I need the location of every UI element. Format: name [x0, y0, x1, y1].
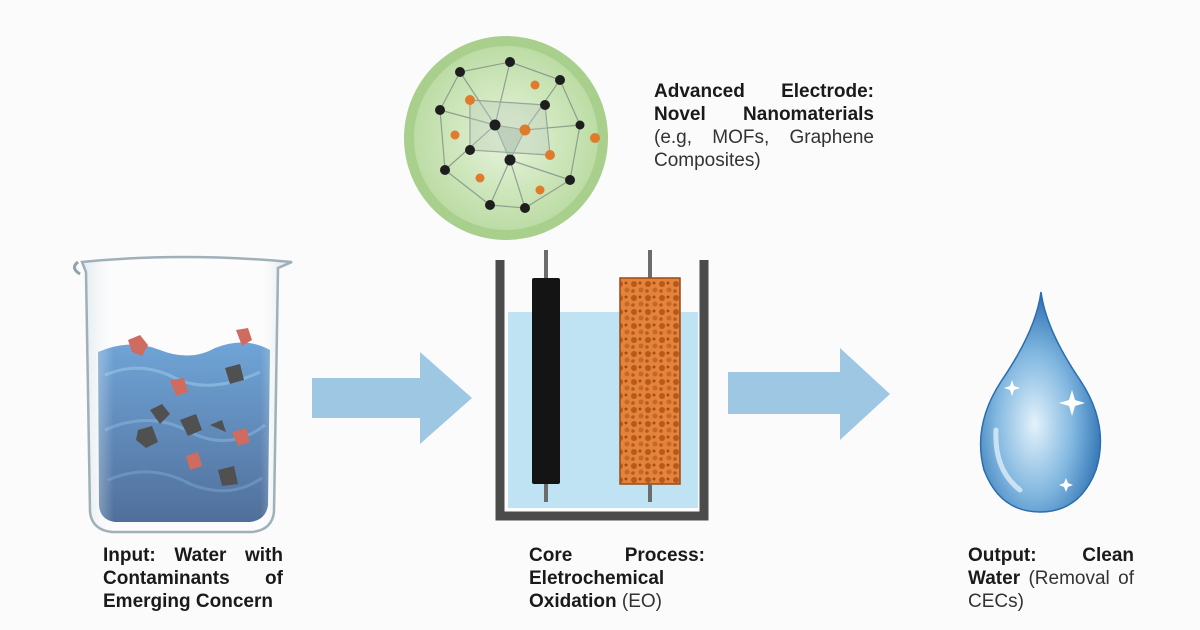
output-label: Output: Clean Water (Removal of CECs) [968, 544, 1134, 613]
nanomaterial-lattice-icon [404, 36, 608, 240]
electrode-label: Advanced Electrode: Novel Nanomaterials … [654, 80, 874, 172]
electrochemical-cell-icon [495, 250, 709, 521]
input-label-title: Input: Water with Contaminants of Emergi… [103, 545, 283, 612]
process-label-title: Core Process: Eletrochemical Oxidation [529, 545, 705, 612]
output-label-detail: (Removal of CECs) [968, 568, 1135, 612]
arrow-right-icon [312, 352, 472, 444]
electrode-label-title: Advanced Electrode: Novel Nanomaterials [654, 81, 874, 125]
input-label: Input: Water with Contaminants of Emergi… [103, 544, 283, 613]
water-droplet-icon [979, 291, 1102, 513]
process-label-detail: (EO) [621, 591, 663, 612]
process-label: Core Process: Eletrochemical Oxidation (… [529, 544, 705, 613]
output-label-title: Output: Clean Water [968, 545, 1134, 589]
electrode-label-detail: (e.g, MOFs, Graphene Composites) [654, 127, 874, 171]
beaker-icon [73, 255, 293, 534]
arrow-right-icon [728, 348, 890, 440]
